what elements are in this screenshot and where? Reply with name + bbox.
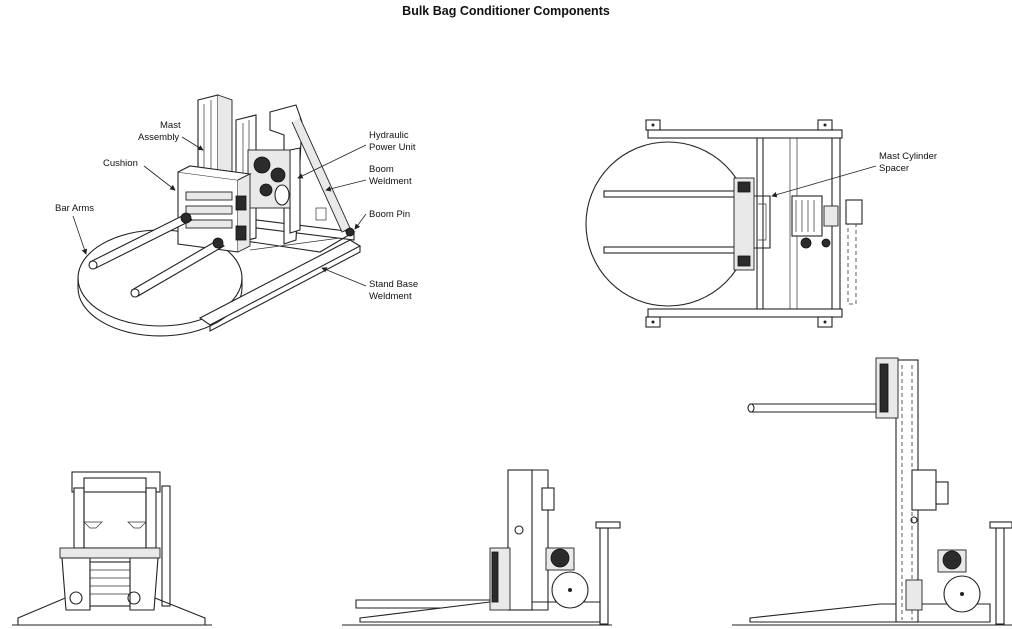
label-power-unit: Power Unit [369, 142, 416, 153]
hydraulic-power-unit [247, 149, 291, 209]
top-view [585, 119, 863, 328]
label-boom: Boom [369, 164, 394, 175]
side-view-raised [732, 357, 1012, 626]
label-bar-arms: Bar Arms [55, 203, 94, 214]
callout-cushion: Cushion [103, 158, 176, 191]
callout-boom-weldment: Boom Weldment [325, 164, 412, 192]
label-assembly: Assembly [138, 132, 179, 143]
label-stand-weldment: Weldment [369, 291, 412, 302]
callout-hydraulic-power-unit: Hydraulic Power Unit [297, 130, 416, 179]
label-hydraulic: Hydraulic [369, 130, 409, 141]
label-boom-pin: Boom Pin [369, 209, 410, 220]
svg-text:Assembly: Assembly [138, 132, 179, 143]
label-spacer: Spacer [879, 163, 909, 174]
page-title: Bulk Bag Conditioner Components [402, 4, 610, 18]
platform-circle [585, 141, 751, 307]
svg-text:Mast: Mast [160, 120, 181, 131]
callout-bar-arms: Bar Arms [55, 203, 94, 255]
bar-arms [88, 212, 225, 298]
label-weldment: Weldment [369, 176, 412, 187]
callout-stand-base-weldment: Stand Base Weldment [321, 267, 418, 302]
boom-pin [345, 227, 355, 237]
label-stand-base: Stand Base [369, 279, 418, 290]
front-view [12, 471, 212, 626]
side-view-lowered [342, 469, 621, 626]
callout-mast-cylinder-spacer: Mast Cylinder Spacer [771, 151, 937, 198]
isometric-view [77, 94, 362, 337]
callout-boom-pin: Boom Pin [354, 209, 410, 230]
callout-mast-assembly: Mast Assembly [138, 120, 204, 151]
label-cushion: Cushion [103, 158, 138, 169]
cushion [177, 165, 252, 253]
label-mast: Mast [160, 120, 181, 131]
label-mast-cylinder: Mast Cylinder [879, 151, 937, 162]
